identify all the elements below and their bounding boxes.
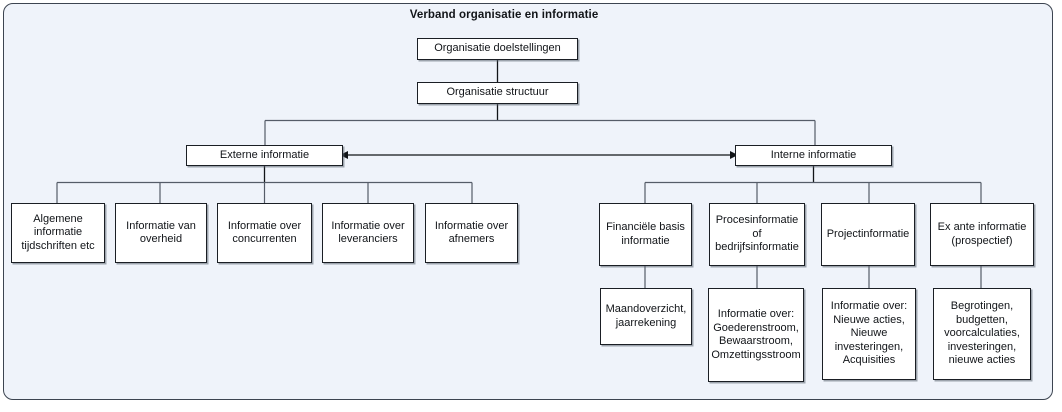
node-label: Informatie over concurrenten xyxy=(227,219,302,246)
node-label: Informatie van overheid xyxy=(126,219,196,246)
node-interne-informatie[interactable]: Interne informatie xyxy=(735,145,892,166)
node-externe-informatie[interactable]: Externe informatie xyxy=(186,145,343,166)
node-label: Maandoverzicht, jaarrekening xyxy=(605,303,687,329)
node-label: Procesinformatie of bedrijfsinformatie xyxy=(715,214,799,254)
node-label: Ex ante informatie (prospectief) xyxy=(937,221,1027,247)
node-label: Financiële basis informatie xyxy=(606,221,685,247)
node-label: Informatie over: Goederenstroom, Bewaars… xyxy=(711,308,801,361)
node-procesinformatie[interactable]: Procesinformatie of bedrijfsinformatie xyxy=(709,203,805,266)
node-label: Externe informatie xyxy=(219,148,310,161)
node-organisatie-doelstellingen[interactable]: Organisatie doelstellingen xyxy=(417,38,578,60)
node-label: Projectinformatie xyxy=(826,227,910,240)
node-projectinformatie[interactable]: Projectinformatie xyxy=(821,203,915,266)
node-label: Algemene informatie tijdschriften etc xyxy=(21,212,95,252)
node-maandoverzicht-jaarrekening[interactable]: Maandoverzicht, jaarrekening xyxy=(600,288,692,345)
node-informatie-over-afnemers[interactable]: Informatie over afnemers xyxy=(425,203,518,263)
page-title: Verband organisatie en informatie xyxy=(409,9,599,21)
node-label: Organisatie structuur xyxy=(446,86,549,99)
node-label: Informatie over leveranciers xyxy=(331,219,405,246)
node-organisatie-structuur[interactable]: Organisatie structuur xyxy=(417,82,578,104)
node-financiele-basis-informatie[interactable]: Financiële basis informatie xyxy=(599,203,692,266)
node-begrotingen-budgetten[interactable]: Begrotingen, budgetten, voorcalculaties,… xyxy=(933,288,1031,380)
node-informatie-over-leveranciers[interactable]: Informatie over leveranciers xyxy=(322,203,414,263)
node-label: Interne informatie xyxy=(770,148,857,161)
node-informatie-nieuwe-acties[interactable]: Informatie over: Nieuwe acties, Nieuwe i… xyxy=(822,288,916,380)
node-label: Informatie over afnemers xyxy=(434,219,509,246)
node-ex-ante-informatie[interactable]: Ex ante informatie (prospectief) xyxy=(930,203,1034,266)
node-label: Organisatie doelstellingen xyxy=(434,42,561,55)
node-informatie-goederenstroom[interactable]: Informatie over: Goederenstroom, Bewaars… xyxy=(708,288,804,382)
node-informatie-van-overheid[interactable]: Informatie van overheid xyxy=(115,203,207,263)
node-algemene-informatie[interactable]: Algemene informatie tijdschriften etc xyxy=(11,203,105,263)
node-label: Informatie over: Nieuwe acties, Nieuwe i… xyxy=(830,300,908,367)
node-label: Begrotingen, budgetten, voorcalculaties,… xyxy=(944,300,1020,367)
node-informatie-over-concurrenten[interactable]: Informatie over concurrenten xyxy=(217,203,312,263)
